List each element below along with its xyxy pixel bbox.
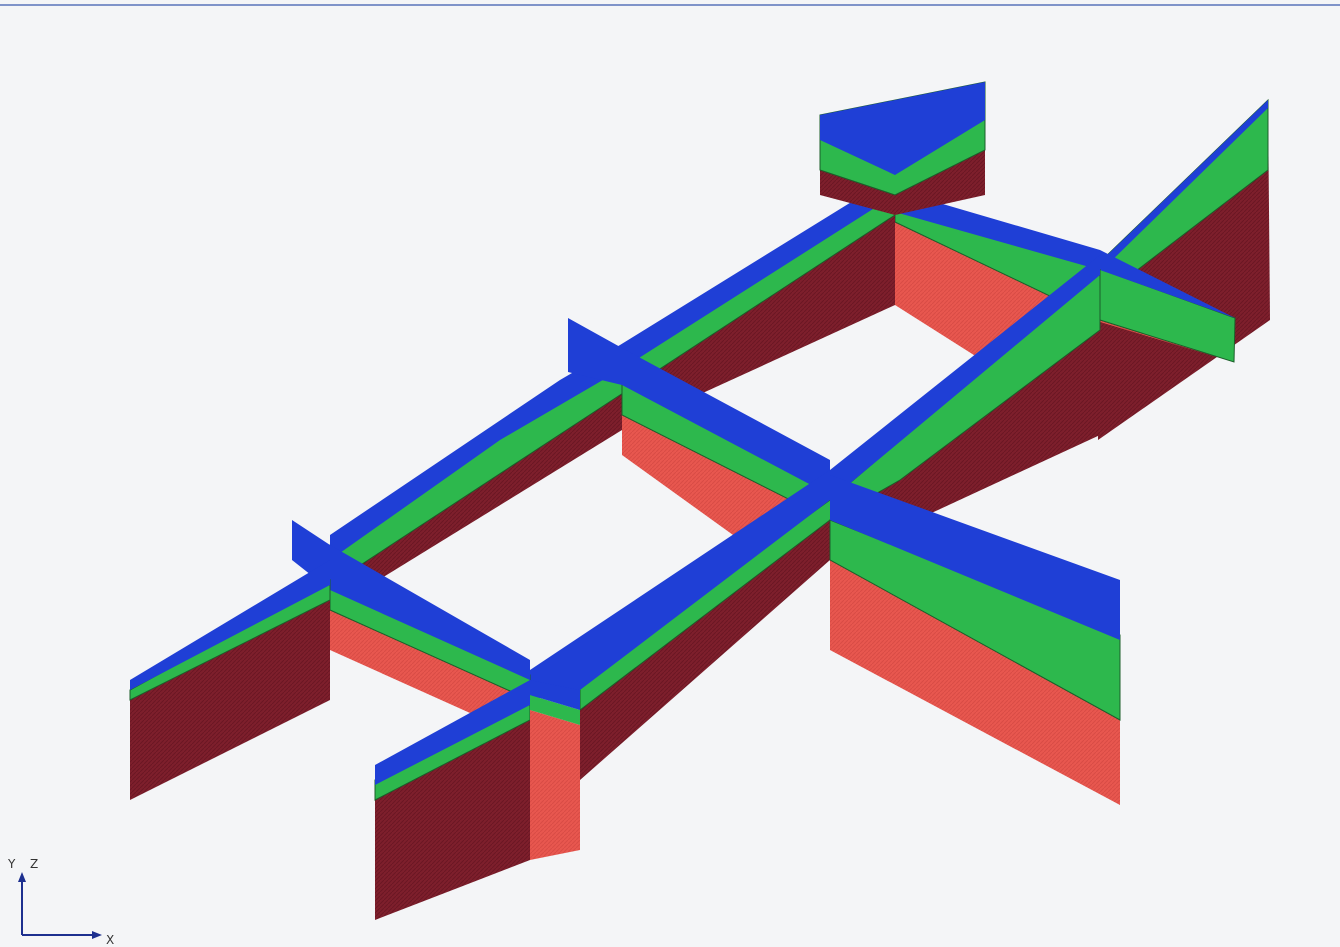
panel-se-front-right bbox=[830, 475, 1120, 805]
panel-se-front-most bbox=[530, 680, 580, 860]
panel-ne-left-front bbox=[130, 560, 330, 800]
x-axis-arrow-icon bbox=[92, 931, 102, 939]
x-axis-label: X bbox=[106, 933, 114, 947]
axis-triad: Y Z X bbox=[7, 857, 114, 947]
panel-ne-front-most bbox=[375, 680, 530, 920]
z-axis-label: Z bbox=[30, 857, 38, 871]
z-axis-arrow-icon bbox=[18, 872, 26, 882]
y-axis-label: Y bbox=[7, 857, 16, 871]
